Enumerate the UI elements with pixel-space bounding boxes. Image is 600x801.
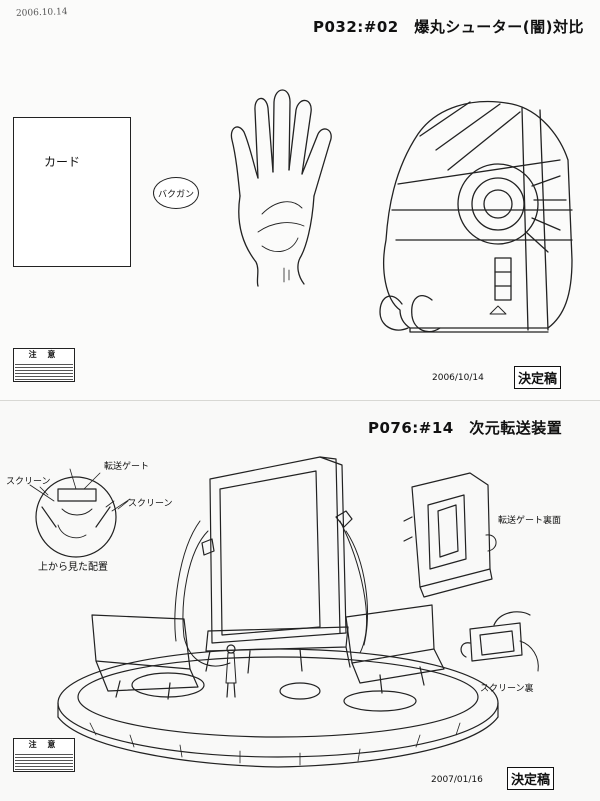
caution-title: 注 意	[28, 350, 60, 359]
transfer-gate-back-drawing	[403, 472, 497, 598]
model-sheet-top: 2006.10.14 P032:#02 爆丸シューター(闇)対比 カード バクガ…	[0, 0, 600, 400]
card-outline: カード	[13, 117, 131, 267]
label-screen-left: スクリーン	[6, 477, 51, 487]
bakugan-shooter-drawing	[379, 100, 573, 333]
card-label: カード	[44, 155, 81, 169]
caution-fine-print	[15, 752, 73, 770]
approval-date: 2006/10/14	[432, 373, 484, 383]
screen-back-drawing	[460, 611, 539, 672]
caution-box: 注 意	[13, 738, 75, 772]
model-sheet-bottom: P076:#14 次元転送装置	[0, 400, 600, 801]
top-view-diagram	[35, 468, 117, 558]
label-screen-right: スクリーン	[128, 499, 173, 509]
label-screen-back: スクリーン裏	[480, 684, 534, 694]
approval-date: 2007/01/16	[431, 775, 483, 785]
caution-fine-print	[15, 362, 73, 380]
caution-box: 注 意	[13, 348, 75, 382]
final-draft-stamp: 決定稿	[514, 366, 562, 389]
hand-drawing	[230, 89, 332, 287]
top-line-art	[230, 89, 573, 333]
dimensional-transfer-device-drawing	[57, 456, 499, 768]
bubble-label: バクガン	[157, 189, 194, 200]
bakugan-ball-bubble: バクガン	[153, 177, 199, 209]
bottom-line-art	[29, 456, 539, 768]
label-gate-back: 転送ゲート裏面	[498, 516, 562, 526]
label-top-view: 上から見た配置	[38, 562, 108, 573]
sheet-title: P032:#02 爆丸シューター(闇)対比	[313, 18, 584, 36]
sheet-title: P076:#14 次元転送装置	[368, 419, 563, 437]
label-transfer-gate: 転送ゲート	[104, 462, 150, 472]
caution-title: 注 意	[28, 740, 60, 749]
final-draft-stamp: 決定稿	[507, 767, 555, 790]
